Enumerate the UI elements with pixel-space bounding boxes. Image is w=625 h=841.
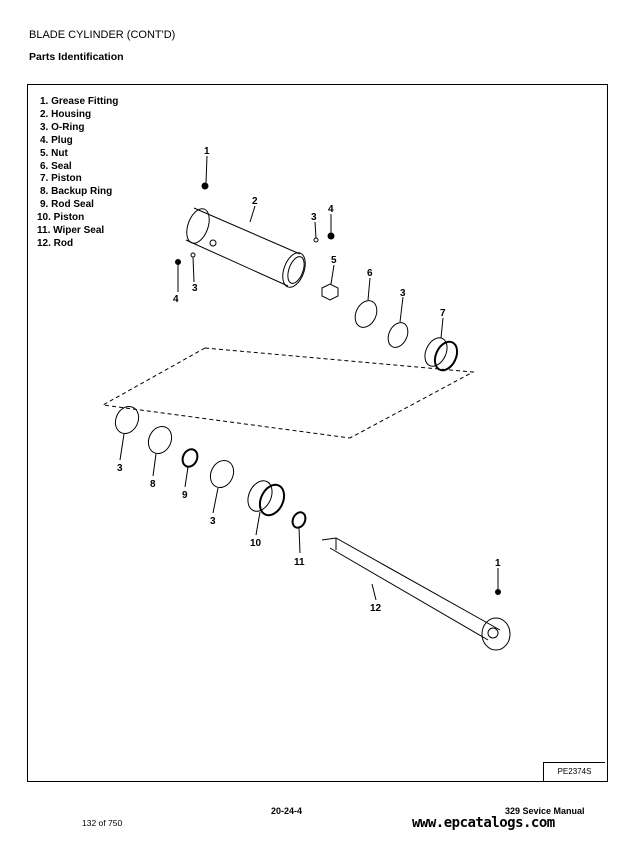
legend-item: 11. Wiper Seal (37, 225, 105, 237)
legend-item: 6. Seal (40, 160, 72, 172)
legend-item: 1. Grease Fitting (40, 96, 119, 107)
callout-6: 6 (367, 268, 373, 279)
o-ring-small (190, 252, 196, 258)
page-counter: 132 of 750 (82, 818, 123, 828)
section-subtitle: Parts Identification (29, 51, 124, 63)
callout-3: 3 (192, 283, 198, 294)
callout-2: 2 (252, 196, 258, 207)
callout-3: 3 (117, 463, 123, 474)
legend-item: 9. Rod Seal (40, 199, 94, 211)
callout-4: 4 (328, 204, 334, 215)
figure-frame (27, 84, 608, 782)
grease-fitting-part (495, 589, 501, 595)
legend-item: 4. Plug (40, 134, 73, 146)
legend-item: 8. Backup Ring (40, 186, 113, 198)
o-ring-small (313, 237, 319, 243)
wiper-seal-part (291, 511, 307, 529)
piston-part (424, 337, 459, 372)
callout-3: 3 (210, 516, 216, 527)
callout-1: 1 (204, 146, 210, 157)
legend-item: 5. Nut (40, 147, 68, 159)
callout-7: 7 (440, 308, 446, 319)
callout-11: 11 (294, 557, 305, 568)
seal-part (354, 300, 378, 328)
callout-4: 4 (173, 294, 179, 305)
legend-item: 7. Piston (40, 173, 82, 185)
housing-part (185, 207, 306, 288)
o-ring-part (114, 405, 140, 435)
o-ring-part (387, 322, 409, 348)
callout-8: 8 (150, 479, 156, 490)
legend-item: 12. Rod (37, 237, 74, 249)
callout-1: 1 (495, 558, 501, 569)
callout-3: 3 (311, 212, 317, 223)
rod-part (321, 537, 511, 651)
page-title: BLADE CYLINDER (CONT'D) (29, 29, 176, 41)
callout-3: 3 (400, 288, 406, 299)
rod-seal-part (181, 448, 199, 468)
backup-ring-part (147, 425, 173, 455)
legend-item: 3. O-Ring (40, 121, 85, 133)
piston-part (247, 480, 286, 517)
callout-5: 5 (331, 255, 337, 266)
section-number: 20-24-4 (271, 806, 303, 816)
grease-fitting-part (201, 182, 209, 190)
o-ring-part (209, 459, 235, 489)
legend-item: 10. Piston (37, 212, 85, 224)
plug-part (327, 232, 335, 240)
manual-name: 329 Sevice Manual (505, 806, 585, 816)
assembly-path-line (101, 347, 475, 439)
figure-code: PE2374S (543, 762, 605, 781)
legend-item: 2. Housing (40, 108, 92, 120)
watermark-url: www.epcatalogs.com (412, 815, 555, 831)
parts-legend: 1. Grease Fitting 2. Housing 3. O-Ring 4… (37, 96, 119, 251)
callout-9: 9 (182, 490, 188, 501)
callout-10: 10 (250, 538, 262, 549)
plug-part (175, 259, 181, 265)
nut-part (321, 283, 339, 301)
callout-12: 12 (370, 603, 382, 614)
